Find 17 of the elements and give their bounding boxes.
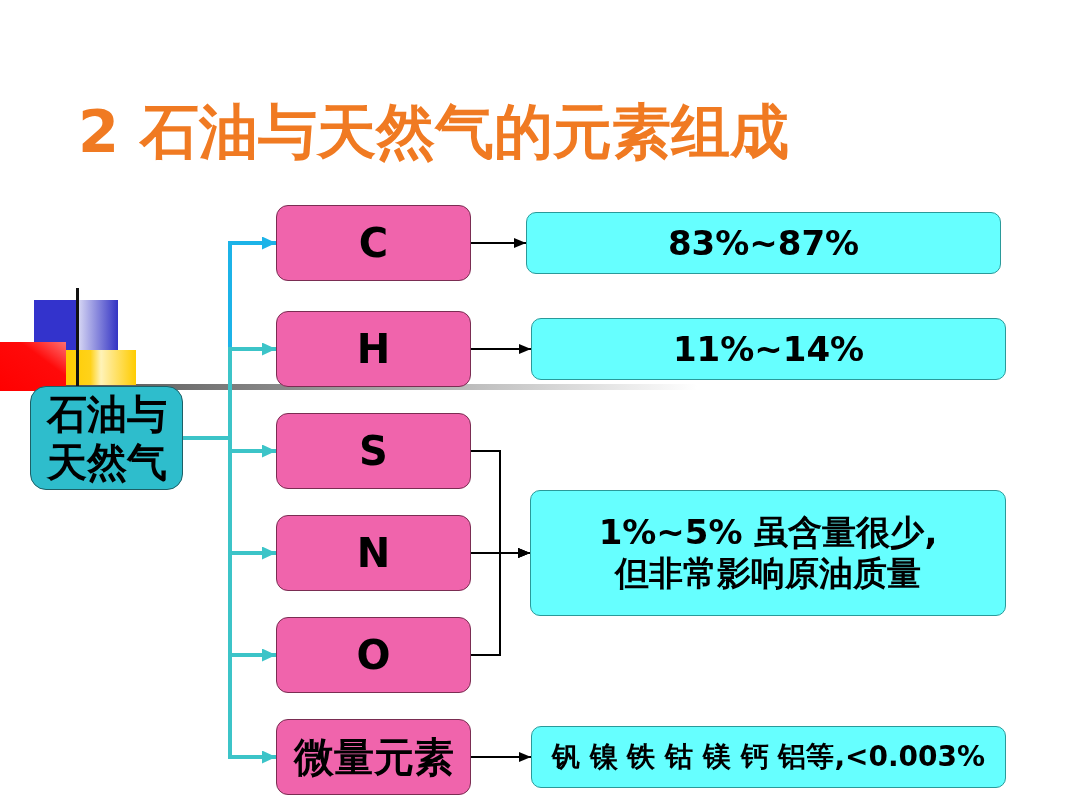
element-box: C <box>276 205 471 281</box>
connector-arrow <box>470 238 527 248</box>
connector-arrow <box>183 436 276 764</box>
element-box: H <box>276 311 471 387</box>
connector-arrow <box>470 752 532 762</box>
connector-arrow <box>470 344 532 354</box>
element-box: 微量元素 <box>276 719 471 795</box>
connector-arrow <box>470 548 531 656</box>
percentage-box: 83%~87% <box>526 212 1001 274</box>
element-box: O <box>276 617 471 693</box>
percentage-box: 1%~5% 虽含量很少,但非常影响原油质量 <box>530 490 1006 616</box>
element-box: N <box>276 515 471 591</box>
topic-box: 石油与天然气 <box>30 386 183 490</box>
percentage-box: 钒 镍 铁 钴 镁 钙 铝等,<0.003% <box>531 726 1006 788</box>
percentage-box: 11%~14% <box>531 318 1006 380</box>
slide-title: 2 石油与天然气的元素组成 <box>78 102 789 161</box>
element-box: S <box>276 413 471 489</box>
